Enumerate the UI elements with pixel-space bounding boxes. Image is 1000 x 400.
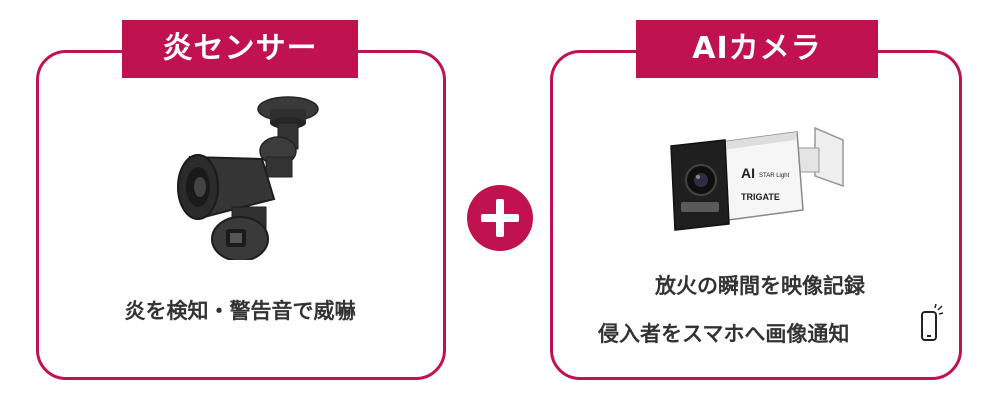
ai-camera-caption-line1: 放火の瞬間を映像記録 (655, 274, 865, 298)
flame-sensor-device-icon (177, 96, 319, 260)
ai-camera-title: AIカメラ (636, 20, 878, 78)
ai-camera-caption-line2: 侵入者をスマホへ画像通知 (598, 322, 850, 346)
ai-bullet-camera-icon: AI STAR Light TRIGATE (670, 126, 844, 231)
flame-sensor-title: 炎センサー (122, 20, 358, 78)
camera-label-ai: AI (741, 165, 755, 181)
flame-sensor-caption: 炎を検知・警告音で威嚇 (124, 299, 356, 323)
smartphone-notification-icon (921, 304, 944, 341)
camera-label-star: STAR Light (759, 173, 790, 179)
camera-brand: TRIGATE (741, 192, 780, 202)
plus-circle-icon (467, 185, 533, 251)
